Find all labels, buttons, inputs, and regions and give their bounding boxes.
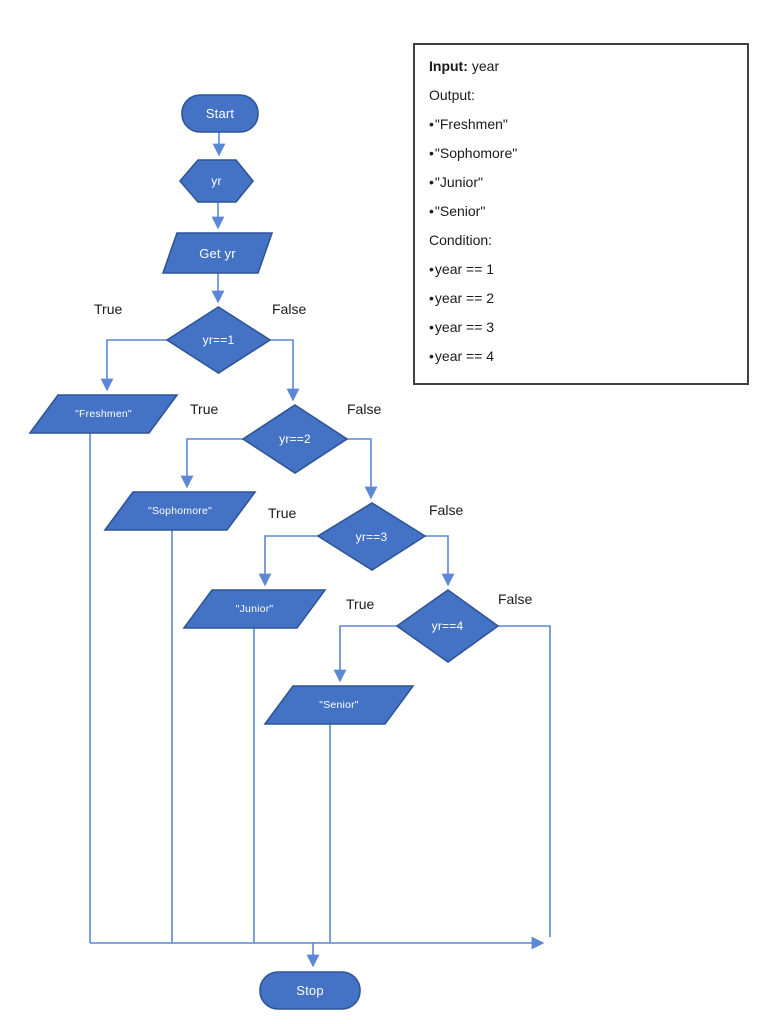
decision-yr2-shape (241, 404, 349, 474)
decision-yr3-shape (316, 502, 427, 571)
connector-false-2 (347, 438, 378, 500)
output-freshmen-shape (28, 394, 179, 434)
bullet-icon: • (429, 203, 434, 219)
connector-false-1 (270, 339, 300, 402)
info-input-value: year (471, 58, 500, 74)
info-output-label: Output: (429, 87, 475, 103)
info-output-item: •"Junior" (429, 173, 733, 191)
connector-true-3 (258, 535, 318, 587)
info-output-item-text: "Freshmen" (434, 116, 508, 132)
info-condition-item-text: year == 4 (434, 348, 495, 364)
connector-true-2 (180, 438, 243, 489)
decision-yr4-shape (395, 589, 500, 663)
output-senior-shape (263, 685, 415, 725)
info-condition-item: •year == 1 (429, 260, 733, 278)
info-output-item-text: "Junior" (434, 174, 483, 190)
info-condition-label: Condition: (429, 232, 493, 248)
bullet-icon: • (429, 319, 434, 335)
connector-true-4 (333, 625, 397, 683)
info-input-label: Input: (429, 58, 468, 74)
info-condition-item-text: year == 1 (434, 261, 495, 277)
connector-false-3 (425, 535, 455, 587)
bullet-icon: • (429, 290, 434, 306)
output-junior-shape (182, 589, 327, 629)
bullet-icon: • (429, 116, 434, 132)
info-condition-item: •year == 4 (429, 347, 733, 365)
input-hexagon-shape (178, 159, 255, 203)
stop-terminator-shape (259, 971, 361, 1010)
bullet-icon: • (429, 348, 434, 364)
info-output-item-text: "Sophomore" (434, 145, 518, 161)
connector-true-1 (100, 339, 167, 392)
info-box: Input:year Output: •"Freshmen" •"Sophomo… (413, 43, 749, 385)
bullet-icon: • (429, 145, 434, 161)
get-yr-parallelogram-shape (161, 232, 274, 274)
start-terminator-shape (181, 94, 259, 133)
bullet-icon: • (429, 174, 434, 190)
info-output-item-text: "Senior" (434, 203, 486, 219)
info-condition-item: •year == 3 (429, 318, 733, 336)
info-output-item: •"Sophomore" (429, 144, 733, 162)
info-condition-item-text: year == 3 (434, 319, 495, 335)
info-input-line: Input:year (429, 57, 733, 75)
info-output-item: •"Freshmen" (429, 115, 733, 133)
info-output-item: •"Senior" (429, 202, 733, 220)
decision-yr1-shape (165, 306, 272, 374)
bullet-icon: • (429, 261, 434, 277)
connector-false-4 (498, 625, 551, 937)
output-sophomore-shape (103, 491, 257, 531)
info-condition-item-text: year == 2 (434, 290, 495, 306)
info-condition-item: •year == 2 (429, 289, 733, 307)
